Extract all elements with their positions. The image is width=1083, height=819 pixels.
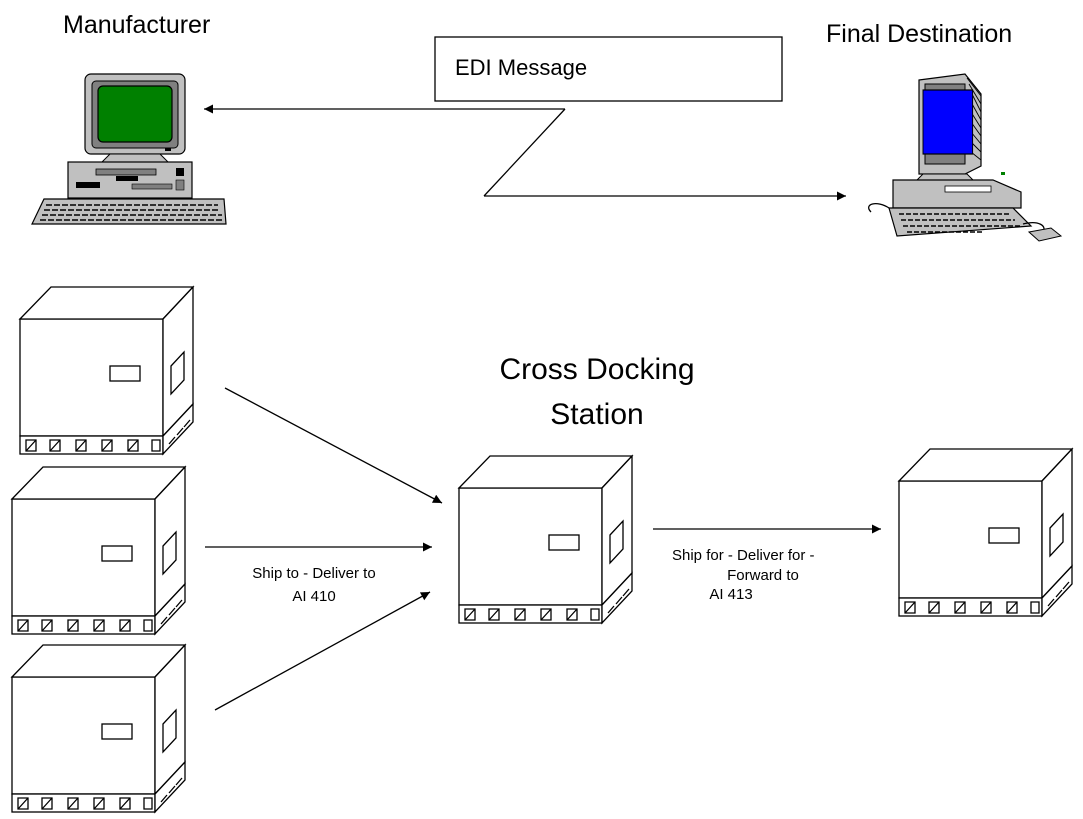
inbound-arrow-bottom	[214, 591, 431, 711]
ship-to-label-line1: Ship to - Deliver to	[252, 565, 375, 582]
source-crate-top	[19, 286, 194, 455]
destination-crate	[898, 448, 1073, 617]
manufacturer-screen	[97, 85, 173, 143]
manufacturer-label: Manufacturer	[63, 11, 210, 39]
ship-to-label-line2: AI 410	[292, 588, 335, 605]
final-destination-screen	[922, 89, 974, 155]
ship-for-label-line3: AI 413	[709, 586, 752, 603]
inbound-arrow-top	[224, 387, 443, 504]
cross-docking-title-line1: Cross Docking	[499, 353, 694, 386]
edi-flow-arrow	[204, 104, 846, 201]
source-crate-bottom	[11, 644, 186, 813]
source-crate-middle	[11, 466, 186, 635]
cross-docking-title-line2: Station	[550, 398, 643, 431]
manufacturer-computer-icon	[31, 73, 227, 225]
final-destination-label: Final Destination	[826, 20, 1012, 48]
ship-for-label-line2: Forward to	[727, 567, 799, 584]
ship-for-label-line1: Ship for - Deliver for -	[672, 547, 815, 564]
edi-message-label: EDI Message	[455, 55, 587, 80]
edi-message-box: EDI Message	[434, 36, 783, 102]
final-destination-computer-icon	[868, 73, 1063, 242]
cross-dock-crate	[458, 455, 633, 624]
